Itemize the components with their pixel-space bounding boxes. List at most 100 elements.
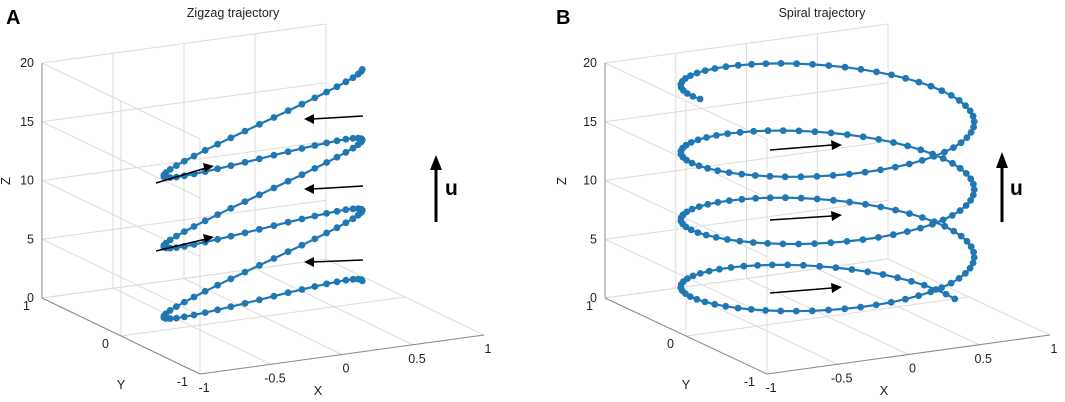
y-tick-label: 0 [667,337,674,351]
trajectory-point [349,205,357,213]
trajectory-point [270,184,278,192]
trajectory-point [919,214,926,221]
trajectory-point [955,97,963,104]
up-arrow-head-icon [996,152,1008,168]
trajectory-point [966,264,974,272]
trajectory-point [705,267,713,275]
trajectory-point [902,295,909,303]
trajectory-point [227,162,235,170]
trajectory-point [962,202,970,209]
trajectory-point [963,237,971,245]
trajectory-point [762,60,770,67]
trajectory-point [687,139,695,146]
trajectory-point [358,66,366,73]
trajectory-point [181,228,188,236]
trajectory-point [686,293,694,300]
trajectory-point [967,175,975,183]
trajectory-point [902,74,909,82]
trajectory-point [951,295,959,303]
trajectory-point [190,152,198,160]
trajectory-point [311,283,319,290]
trajectory-point [722,63,730,71]
trajectory-point [947,92,955,99]
trajectory-point [241,229,249,237]
trajectory-point [298,241,306,249]
trajectory-point [782,194,789,202]
arrow-left-icon [304,257,364,267]
trajectory-point [967,129,975,136]
trajectory-point [270,151,278,159]
panel-b-u-label: u [1010,177,1023,200]
z-tick-label: 0 [590,291,597,305]
trajectory-point [727,264,735,271]
trajectory-point [825,306,832,314]
y-tick-label: 1 [23,299,30,313]
trajectory-point [947,279,955,287]
trajectory-point [716,265,723,273]
trajectory-point [713,132,720,139]
trajectory-point [738,170,746,178]
trajectory-point [779,127,787,134]
trajectory-point [941,148,948,156]
z-tick-label: 5 [27,232,34,246]
trajectory-point [841,63,849,71]
trajectory-point [797,194,805,202]
trajectory-point [918,157,926,164]
trajectory-point [323,139,330,147]
trajectory-point [917,146,925,154]
trajectory-point [777,307,785,315]
trajectory-point [857,303,864,311]
trajectory-point [693,69,701,77]
trajectory-point [349,275,357,283]
trajectory-point [349,74,357,82]
trajectory-point [701,67,709,74]
trajectory-point [892,206,899,214]
trajectory-point [864,268,872,276]
trajectory-point [843,131,851,139]
trajectory-point [738,195,746,203]
x-tick-label: 1 [1051,342,1058,356]
trajectory-point [750,127,757,135]
trajectory-point [962,170,970,177]
trajectory-point [857,65,865,73]
trajectory-point [749,239,757,246]
trajectory-point [270,292,278,300]
trajectory-point [906,210,913,218]
trajectory-point [241,268,249,276]
trajectory-point [696,270,704,277]
trajectory-point [201,309,209,316]
trajectory-point [695,203,703,211]
panel-b-x-label: X [880,383,889,398]
trajectory-point [342,135,350,143]
trajectory-point [311,235,319,243]
trajectory-point [284,218,292,226]
trajectory-point [949,159,956,167]
trajectory-point [711,65,719,72]
trajectory-point [777,60,785,67]
trajectory-point [809,61,816,68]
trajectory-point [284,148,292,156]
panel-b: B Spiral trajectory 05101520-1-0.500.511… [554,6,1058,398]
arrow-left-icon [304,114,364,124]
trajectory-point [284,107,292,115]
trajectory-point [969,191,977,199]
trajectory-point [797,173,805,181]
trajectory-point [920,281,928,289]
trajectory-point [736,128,744,136]
trajectory-point [342,276,350,284]
trajectory-point [683,90,691,97]
trajectory-point [256,225,263,233]
trajectory-point [957,139,965,147]
panel-b-z-label: Z [554,177,569,185]
trajectory-point [695,162,703,170]
trajectory-point [689,93,697,100]
trajectory-point [722,302,730,310]
trajectory-point [227,275,235,283]
trajectory-line [162,68,364,320]
trajectory-point [734,61,742,69]
trajectory-point [298,145,306,152]
z-tick-label: 0 [27,291,34,305]
trajectory-point [862,200,869,208]
trajectory-point [829,172,837,179]
trajectory-point [830,196,837,204]
